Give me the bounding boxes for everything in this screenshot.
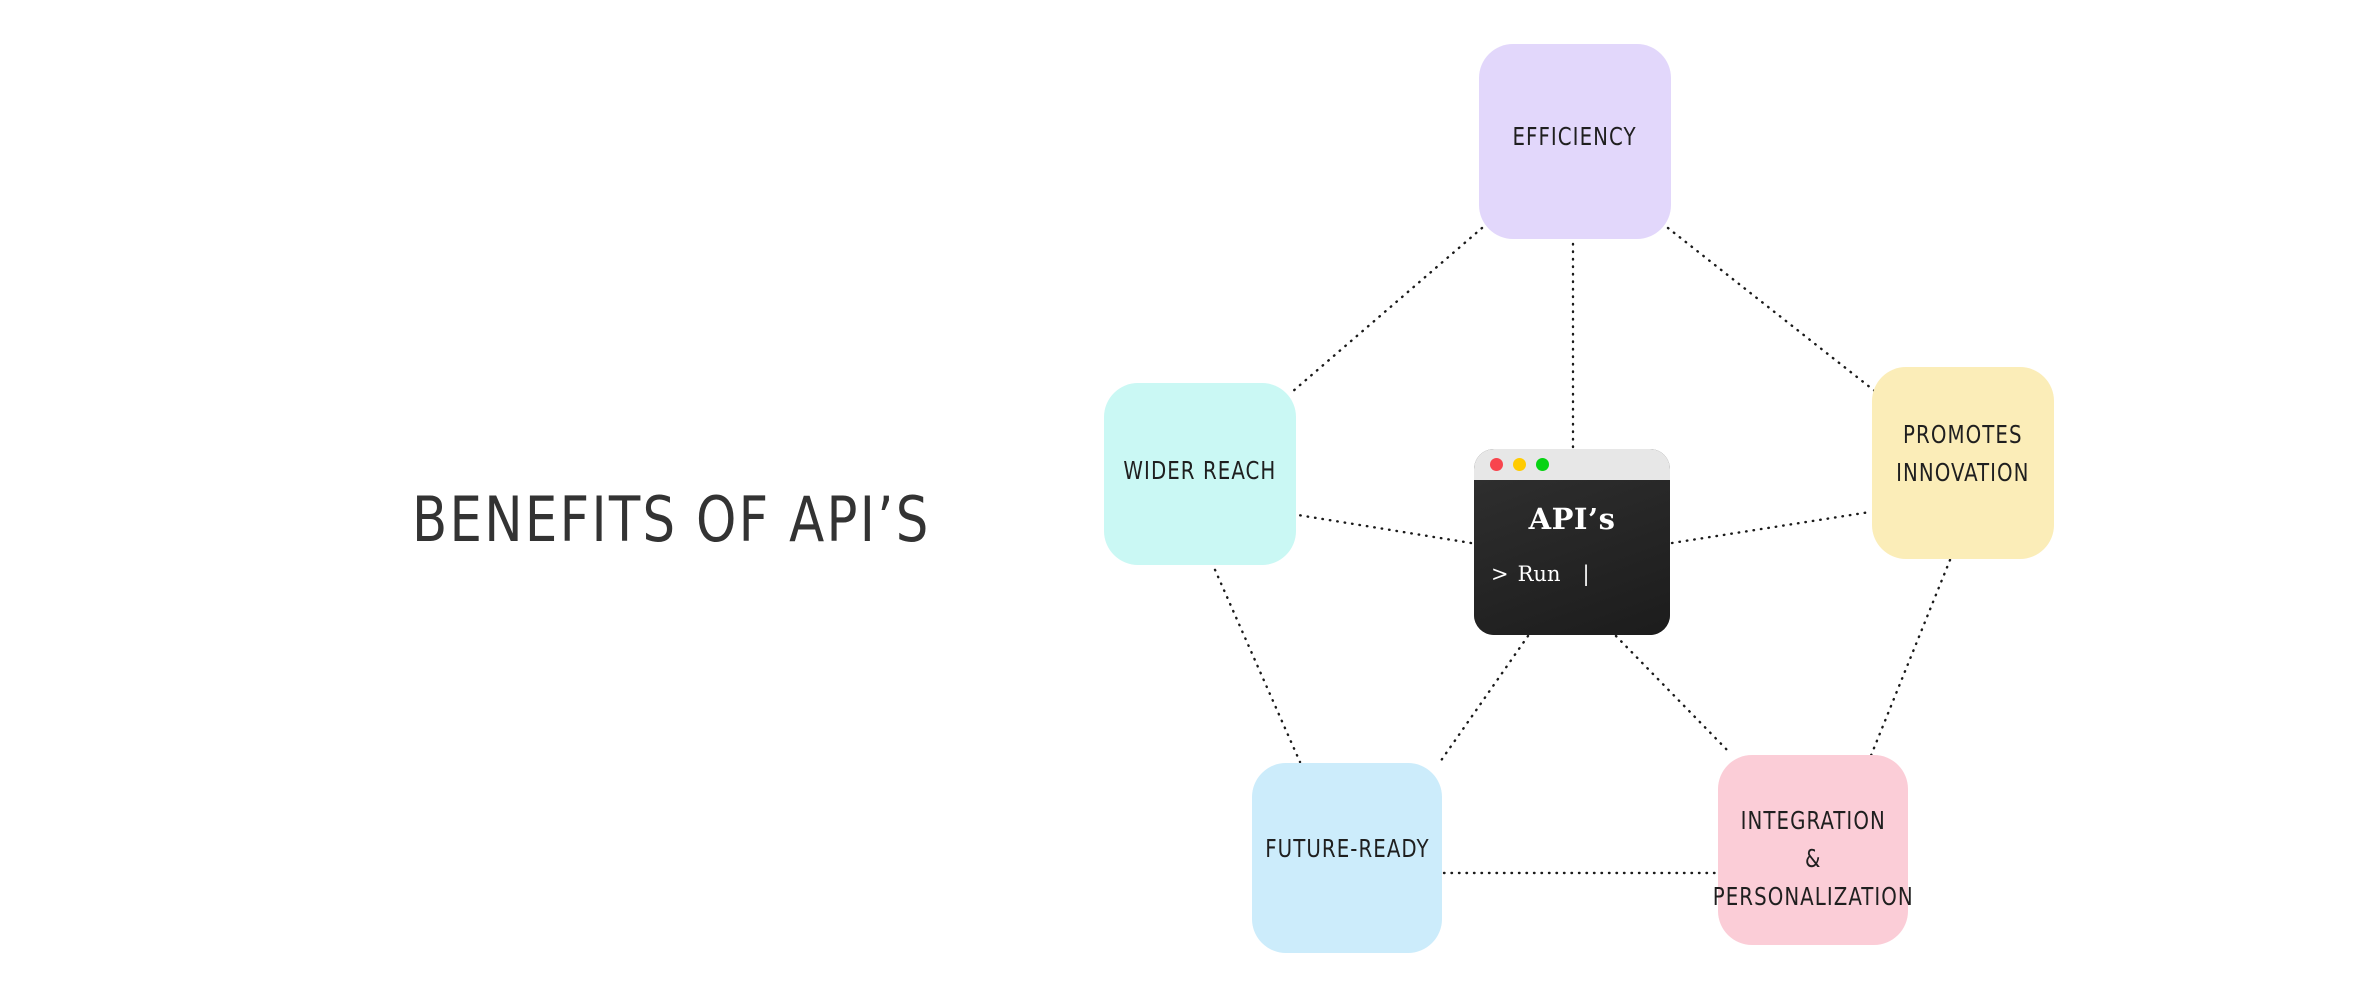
terminal-titlebar [1474, 449, 1670, 480]
node-integration-personalization[interactable]: INTEGRATION & PERSONALIZATION [1712, 755, 1912, 945]
node-promotes-innovation-label: PROMOTES INNOVATION [1896, 420, 2030, 487]
prompt-symbol: > [1491, 562, 1509, 586]
prompt-command: Run [1517, 562, 1561, 586]
edge-efficiency-promotes-innovation [1666, 226, 1878, 394]
node-wider-reach[interactable]: WIDER REACH [1104, 383, 1296, 565]
api-terminal-window[interactable]: API’s > Run | [1474, 449, 1670, 635]
node-future-ready-label: FUTURE-READY [1264, 834, 1430, 863]
node-future-ready[interactable]: FUTURE-READY [1252, 763, 1442, 953]
node-efficiency[interactable]: EFFICIENCY [1479, 44, 1671, 239]
node-integration-personalization-label: INTEGRATION & PERSONALIZATION [1712, 806, 1914, 911]
edge-efficiency-wider-reach [1290, 226, 1484, 394]
edge-center-future-ready [1438, 634, 1530, 764]
edge-center-wider-reach [1296, 513, 1473, 545]
node-promotes-innovation[interactable]: PROMOTES INNOVATION [1872, 367, 2054, 559]
terminal-prompt: > Run | [1491, 562, 1590, 586]
maximize-dot-icon[interactable] [1536, 458, 1549, 471]
edge-center-promotes-innovation [1670, 510, 1872, 545]
edge-wider-reach-future-ready [1210, 561, 1302, 764]
node-efficiency-label: EFFICIENCY [1512, 122, 1638, 151]
terminal-heading: API’s [1528, 502, 1616, 536]
terminal-cursor: | [1582, 562, 1590, 586]
minimize-dot-icon[interactable] [1513, 458, 1526, 471]
edge-promotes-innovation-integration [1868, 558, 1952, 760]
close-dot-icon[interactable] [1490, 458, 1503, 471]
node-wider-reach-label: WIDER REACH [1123, 456, 1277, 485]
edge-center-integration [1614, 634, 1732, 755]
terminal-body: API’s > Run | [1474, 480, 1670, 635]
